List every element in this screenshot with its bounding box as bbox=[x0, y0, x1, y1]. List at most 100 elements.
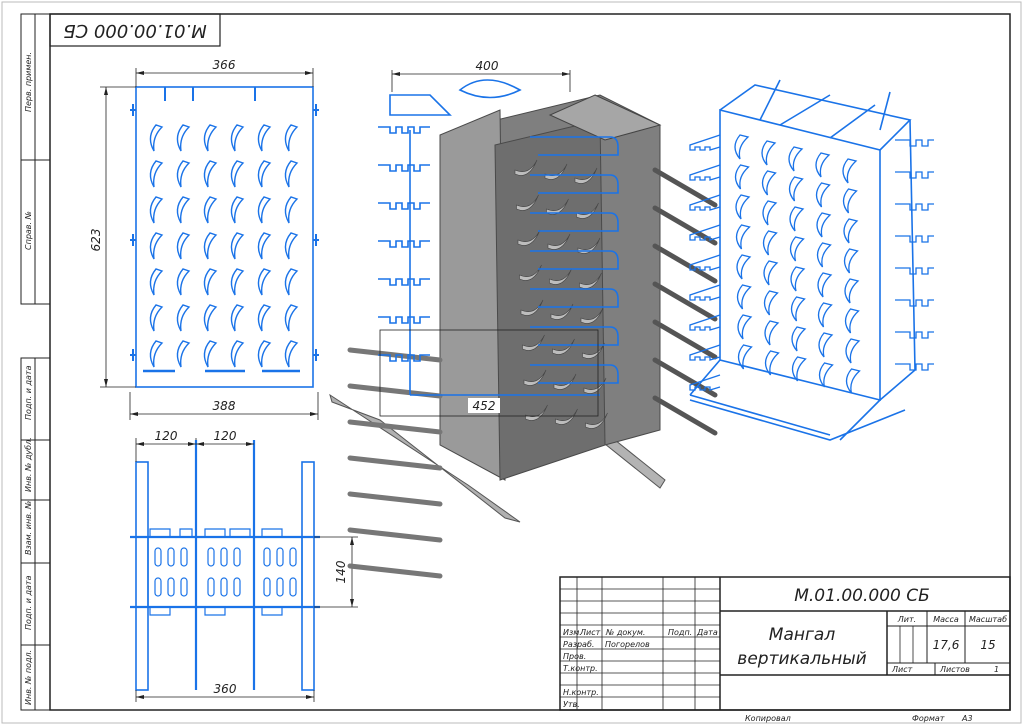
top-slot bbox=[180, 577, 188, 597]
crescent-slot bbox=[149, 196, 164, 224]
wire-crescent bbox=[763, 290, 779, 316]
crescent-slot bbox=[257, 124, 272, 152]
iso-cutout bbox=[553, 373, 577, 390]
row-razrab-name: Погорелов bbox=[605, 640, 650, 649]
wire-crescent bbox=[817, 272, 833, 298]
crescent-slot bbox=[176, 124, 191, 152]
wire-crescent bbox=[842, 158, 858, 184]
skewer-rail bbox=[347, 419, 443, 435]
top-slot bbox=[207, 577, 215, 597]
iso-cutout bbox=[516, 194, 539, 211]
stamp-podp-data-2: Подп. и дата bbox=[24, 575, 33, 630]
stamp-inv-podl: Инв. № подл. bbox=[24, 650, 33, 705]
iso-cutout bbox=[519, 264, 542, 281]
hdr-dokum: № докум. bbox=[605, 628, 645, 637]
wire-tooth bbox=[689, 164, 721, 181]
wire-crescent bbox=[790, 296, 806, 322]
row-razrab: Разраб. bbox=[563, 640, 594, 649]
top-slot bbox=[167, 577, 175, 597]
top-slot bbox=[154, 547, 162, 567]
isometric-shaded-view: 400 452 bbox=[329, 59, 718, 579]
crescent-slot bbox=[176, 304, 191, 332]
tooth-row bbox=[378, 164, 430, 172]
crescent-slot bbox=[257, 268, 272, 296]
crescent-slot bbox=[203, 268, 218, 296]
top-slot bbox=[276, 577, 284, 597]
crescent-slot bbox=[257, 304, 272, 332]
top-slot bbox=[276, 547, 284, 567]
wire-crescent bbox=[736, 284, 752, 310]
blue-shelf bbox=[530, 136, 619, 156]
crescent-slot bbox=[149, 340, 164, 368]
crescent-slot bbox=[176, 196, 191, 224]
wire-crescent bbox=[815, 182, 831, 208]
iso-cutout bbox=[555, 408, 578, 425]
wire-crescent bbox=[734, 164, 750, 190]
top-slot bbox=[233, 547, 241, 567]
wire-crescent bbox=[818, 332, 834, 358]
blue-shelf bbox=[530, 326, 619, 346]
crescent-slot bbox=[203, 124, 218, 152]
tooth-row bbox=[378, 202, 430, 210]
wire-crescent bbox=[791, 326, 807, 352]
crescent-slot bbox=[203, 304, 218, 332]
stamp-vzam-inv: Взам. инв. № bbox=[24, 501, 33, 555]
wire-crescent bbox=[790, 266, 806, 292]
wire-tooth bbox=[689, 344, 721, 361]
skewer-rail bbox=[347, 491, 443, 507]
iso-cutout bbox=[523, 369, 547, 386]
wire-crescent bbox=[735, 194, 751, 220]
crescent-slot bbox=[284, 304, 299, 332]
front-view: 366 623 388 bbox=[89, 58, 319, 420]
skewer-rail bbox=[347, 455, 443, 471]
dim-iso-width: 400 bbox=[476, 59, 499, 73]
skewer-rail bbox=[347, 347, 443, 363]
wire-tooth bbox=[689, 374, 721, 391]
wire-tooth bbox=[895, 171, 934, 179]
wire-crescent bbox=[815, 152, 831, 178]
sheets-label: Листов bbox=[939, 665, 970, 674]
blue-handle bbox=[389, 94, 452, 116]
drawing-code-inverted: М.01.00.000 СБ bbox=[63, 20, 207, 41]
crescent-slot bbox=[149, 232, 164, 260]
stamp-inv-dubl: Инв. № дубл. bbox=[24, 437, 33, 492]
crescent-slot bbox=[203, 232, 218, 260]
skewer-rail bbox=[652, 205, 718, 246]
wire-crescent bbox=[789, 236, 805, 262]
blue-shelf bbox=[530, 212, 619, 232]
wire-crescent bbox=[845, 368, 861, 394]
crescent-slot bbox=[149, 268, 164, 296]
iso-cutout bbox=[547, 233, 571, 250]
stamp-podp-data-1: Подп. и дата bbox=[24, 365, 33, 420]
dim-top-height: 140 bbox=[334, 560, 348, 583]
copied-label: Копировал bbox=[745, 714, 791, 723]
side-stamp-column: Перв. примен. Справ. № Подп. и дата Инв.… bbox=[20, 13, 51, 711]
top-slot bbox=[180, 547, 188, 567]
title-line-1: Мангал bbox=[769, 625, 836, 645]
wire-crescent bbox=[843, 248, 859, 274]
top-slot bbox=[167, 547, 175, 567]
hdr-izm: Изм. bbox=[563, 628, 582, 637]
blue-handle bbox=[458, 79, 522, 99]
top-slot bbox=[233, 577, 241, 597]
crescent-slot bbox=[257, 340, 272, 368]
lit-label: Лит. bbox=[897, 615, 916, 624]
top-slot bbox=[207, 547, 215, 567]
dim-front-width-bottom: 388 bbox=[213, 399, 236, 413]
title-line-2: вертикальный bbox=[737, 649, 866, 669]
crescent-slot bbox=[176, 160, 191, 188]
iso-cutout bbox=[517, 229, 541, 246]
stamp-perv-primen: Перв. примен. bbox=[24, 52, 33, 112]
top-view: 120 120 140 360 bbox=[130, 429, 358, 702]
wire-crescent bbox=[791, 356, 807, 382]
crescent-slot bbox=[257, 196, 272, 224]
tooth-row bbox=[378, 354, 430, 362]
top-slot bbox=[289, 577, 297, 597]
crescent-slot bbox=[230, 232, 245, 260]
wire-tooth bbox=[689, 134, 721, 151]
title-block bbox=[559, 576, 1011, 711]
crescent-slot bbox=[230, 268, 245, 296]
skewer-rail bbox=[347, 527, 443, 543]
wire-tooth bbox=[895, 203, 934, 211]
